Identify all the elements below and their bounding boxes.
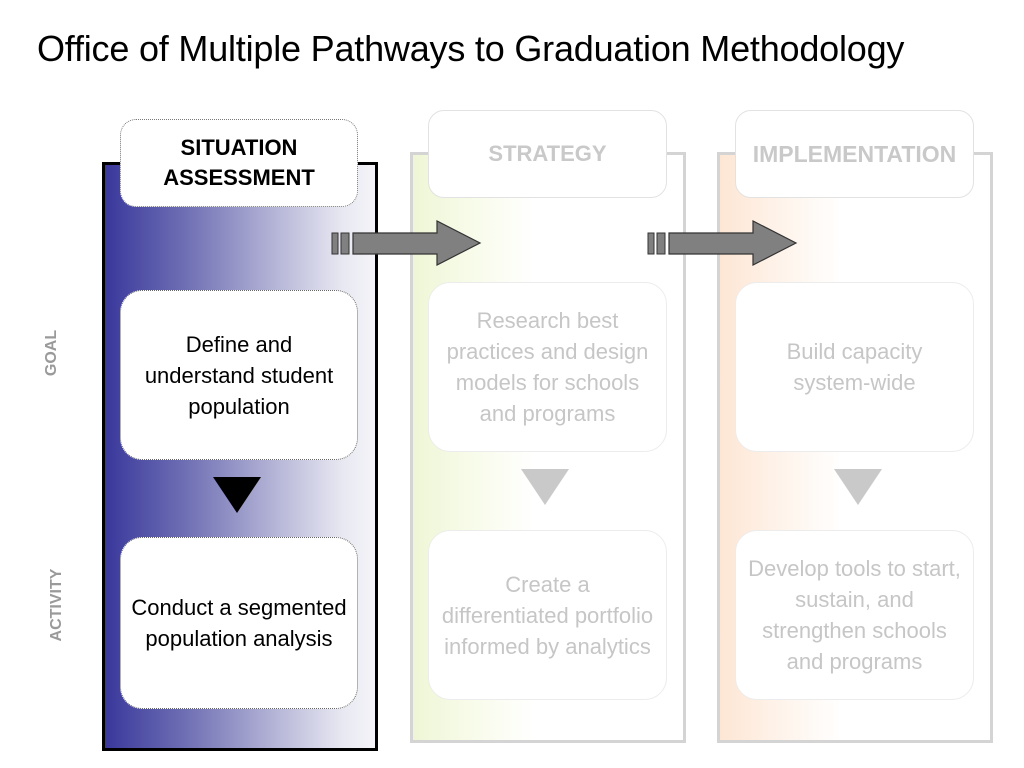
down-arrow-situation: [213, 477, 261, 513]
goal-text-implementation: Build capacity system-wide: [786, 339, 923, 395]
arrow-to-strategy: [331, 220, 482, 266]
down-arrow-implementation: [834, 469, 882, 505]
goal-text-situation: Define and understand student population: [144, 331, 334, 419]
page-title: Office of Multiple Pathways to Graduatio…: [37, 28, 905, 69]
header-situation-assessment: SITUATION ASSESSMENT: [120, 119, 358, 207]
goal-text-strategy: Research best practices and design model…: [446, 308, 649, 426]
row-label-activity: ACTIVITY: [48, 568, 65, 642]
header-implementation: IMPLEMENTATION: [735, 110, 974, 198]
down-arrow-strategy: [521, 469, 569, 505]
goal-card-implementation: Build capacity system-wide: [735, 282, 974, 452]
goal-card-situation: Define and understand student population: [120, 290, 358, 460]
activity-text-implementation: Develop tools to start, sustain, and str…: [748, 556, 961, 674]
activity-card-implementation: Develop tools to start, sustain, and str…: [735, 530, 974, 700]
activity-text-strategy: Create a differentiated portfolio inform…: [441, 571, 654, 659]
activity-card-situation: Conduct a segmented population analysis: [120, 537, 358, 709]
activity-card-strategy: Create a differentiated portfolio inform…: [428, 530, 667, 700]
goal-card-strategy: Research best practices and design model…: [428, 282, 667, 452]
header-strategy: STRATEGY: [428, 110, 667, 198]
header-line-2: ASSESSMENT: [163, 165, 315, 190]
header-implementation-label: IMPLEMENTATION: [752, 141, 957, 167]
header-strategy-label: STRATEGY: [488, 141, 607, 166]
activity-text-situation: Conduct a segmented population analysis: [131, 595, 347, 651]
header-line-1: SITUATION: [180, 135, 298, 160]
row-label-goal: GOAL: [43, 329, 60, 377]
arrow-to-implementation: [647, 220, 798, 266]
